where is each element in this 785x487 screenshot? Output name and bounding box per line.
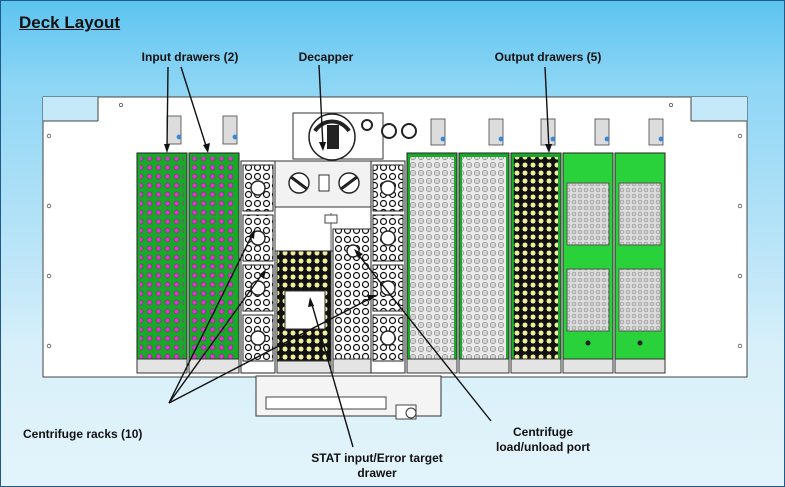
- stat-input-drawer: [277, 251, 331, 373]
- output-drawer-2: [459, 153, 509, 373]
- centrifuge-port-label: Centrifuge load/unload port: [485, 425, 601, 455]
- stat-drawer-label: STAT input/Error target drawer: [287, 451, 467, 481]
- deck-base-notch-right: [691, 97, 747, 121]
- output-drawer-3: [511, 153, 561, 373]
- centrifuge-port-label-line1: Centrifuge: [485, 425, 601, 440]
- output-drawer-5: [615, 153, 665, 373]
- stat-drawer-label-line1: STAT input/Error target: [287, 451, 467, 466]
- input-drawer-1: [137, 153, 187, 373]
- centrifuge-port-label-line2: load/unload port: [485, 440, 601, 455]
- centrifuge-rack-column-right: [371, 161, 405, 373]
- centrifuge-racks-label: Centrifuge racks (10): [23, 427, 173, 442]
- output-drawers-label: Output drawers (5): [481, 50, 615, 65]
- centrifuge-rack-column-left: [241, 161, 275, 373]
- output-drawer-1: [407, 153, 457, 373]
- deck-base-notch-left: [43, 97, 98, 121]
- input-drawers-label: Input drawers (2): [129, 50, 251, 65]
- output-drawer-4: [563, 153, 613, 373]
- decapper-label: Decapper: [286, 50, 366, 65]
- stat-drawer-label-line2: drawer: [287, 466, 467, 481]
